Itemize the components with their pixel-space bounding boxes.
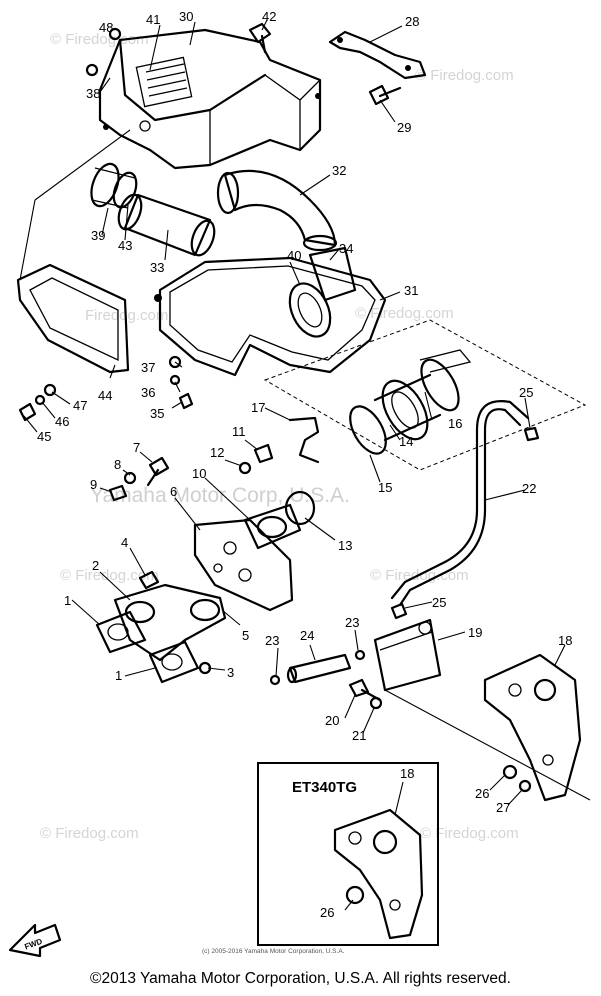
- part-number-labels: 48 41 30 42 28 38 29 32 39 43 33 40 34 3…: [37, 9, 572, 920]
- clamp-part: [390, 602, 408, 620]
- part-number-label: 16: [448, 416, 462, 431]
- parts-diagram: © Firedog.com © Firedog.com Firedog.com …: [8, 9, 591, 958]
- clamp-part: [523, 426, 540, 442]
- part-number-label: 10: [192, 466, 206, 481]
- pipe-part: [269, 649, 366, 686]
- part-number-label: 8: [114, 457, 121, 472]
- part-number-label: 15: [378, 480, 392, 495]
- part-number-label: 47: [73, 398, 87, 413]
- front-arrow: FWD: [8, 923, 62, 958]
- part-number-label: 26: [320, 905, 334, 920]
- part-number-label: 48: [99, 20, 113, 35]
- part-number-label: 29: [397, 120, 411, 135]
- duct-joints: [90, 162, 138, 209]
- air-duct-elbow: [216, 169, 338, 252]
- part-number-label: 1: [115, 668, 122, 683]
- part-number-label: 17: [251, 400, 265, 415]
- bolts-lower: [348, 678, 383, 710]
- part-number-label: 6: [170, 484, 177, 499]
- clip-part: [288, 416, 320, 464]
- watermark-site: © Firedog.com: [420, 825, 519, 842]
- fuel-hose-wall: [390, 400, 530, 600]
- part-number-label: 22: [522, 481, 536, 496]
- intake-manifold: [95, 570, 227, 684]
- part-number-label: 1: [64, 593, 71, 608]
- watermark-site: © Firedog.com: [355, 305, 454, 322]
- intake-duct: [117, 193, 216, 257]
- footer-copyright: ©2013 Yamaha Motor Corporation, U.S.A. A…: [90, 970, 511, 987]
- washer-part: [518, 779, 532, 793]
- carburetor-joint: [349, 349, 472, 455]
- part-number-label: 46: [55, 414, 69, 429]
- small-copyright: (c) 2005-2016 Yamaha Motor Corporation, …: [202, 948, 345, 955]
- side-cover: [16, 263, 130, 374]
- part-number-label: 13: [338, 538, 352, 553]
- part-number-label: 41: [146, 12, 160, 27]
- part-number-label: 3: [227, 665, 234, 680]
- part-number-label: 25: [432, 595, 446, 610]
- filter-bracket: [483, 653, 582, 802]
- part-number-label: 44: [98, 388, 112, 403]
- fuel-hose: [398, 408, 522, 607]
- part-number-label: 18: [558, 633, 572, 648]
- part-number-label: 42: [262, 9, 276, 24]
- bolts-mid: [108, 456, 170, 502]
- part-number-label: 12: [210, 445, 224, 460]
- air-box-case: [154, 246, 387, 377]
- part-number-label: 7: [133, 440, 140, 455]
- watermark-site: © Firedog.com: [60, 567, 159, 584]
- watermark-site: © Firedog.com: [415, 67, 514, 84]
- part-number-label: 28: [405, 14, 419, 29]
- watermark-corp: Yamaha Motor Corp, U.S.A.: [90, 484, 350, 507]
- watermark-site: © Firedog.com: [50, 31, 149, 48]
- part-number-label: 5: [242, 628, 249, 643]
- part-number-label: 23: [265, 633, 279, 648]
- part-number-label: 11: [232, 424, 246, 439]
- fasteners-top: [85, 22, 402, 106]
- assembly-outline: [263, 319, 587, 471]
- fuel-filter: [373, 618, 442, 692]
- part-number-label: 34: [339, 241, 353, 256]
- part-number-label: 43: [118, 238, 132, 253]
- inset-panel: ET340TG: [257, 762, 439, 946]
- part-number-label: 35: [150, 406, 164, 421]
- part-number-label: 18: [400, 766, 414, 781]
- bracket-part: [328, 30, 427, 80]
- part-number-label: 19: [468, 625, 482, 640]
- nut-part: [502, 764, 518, 780]
- air-box-cover: [98, 28, 322, 170]
- part-number-label: 4: [121, 535, 128, 550]
- part-number-label: 9: [90, 477, 97, 492]
- part-number-label: 32: [332, 163, 346, 178]
- part-number-label: 14: [399, 434, 413, 449]
- fasteners-left: [18, 355, 194, 422]
- part-number-label: 38: [86, 86, 100, 101]
- part-number-label: 37: [141, 360, 155, 375]
- watermarks: © Firedog.com © Firedog.com Firedog.com …: [40, 31, 519, 842]
- part-number-label: 27: [496, 800, 510, 815]
- insulator-plate: [193, 518, 294, 612]
- part-number-label: 33: [150, 260, 164, 275]
- part-number-label: 26: [475, 786, 489, 801]
- part-number-label: 20: [325, 713, 339, 728]
- part-number-label: 23: [345, 615, 359, 630]
- part-number-label: 25: [519, 385, 533, 400]
- part-number-label: 39: [91, 228, 105, 243]
- inset-title: ET340TG: [292, 779, 357, 796]
- part-number-label: 30: [179, 9, 193, 24]
- watermark-site: © Firedog.com: [40, 825, 139, 842]
- part-number-label: 45: [37, 429, 51, 444]
- part-number-label: 2: [92, 558, 99, 573]
- part-number-label: 21: [352, 728, 366, 743]
- part-number-label: 36: [141, 385, 155, 400]
- part-number-label: 31: [404, 283, 418, 298]
- part-number-label: 24: [300, 628, 314, 643]
- part-number-label: 40: [287, 248, 301, 263]
- leader-lines: [19, 19, 591, 806]
